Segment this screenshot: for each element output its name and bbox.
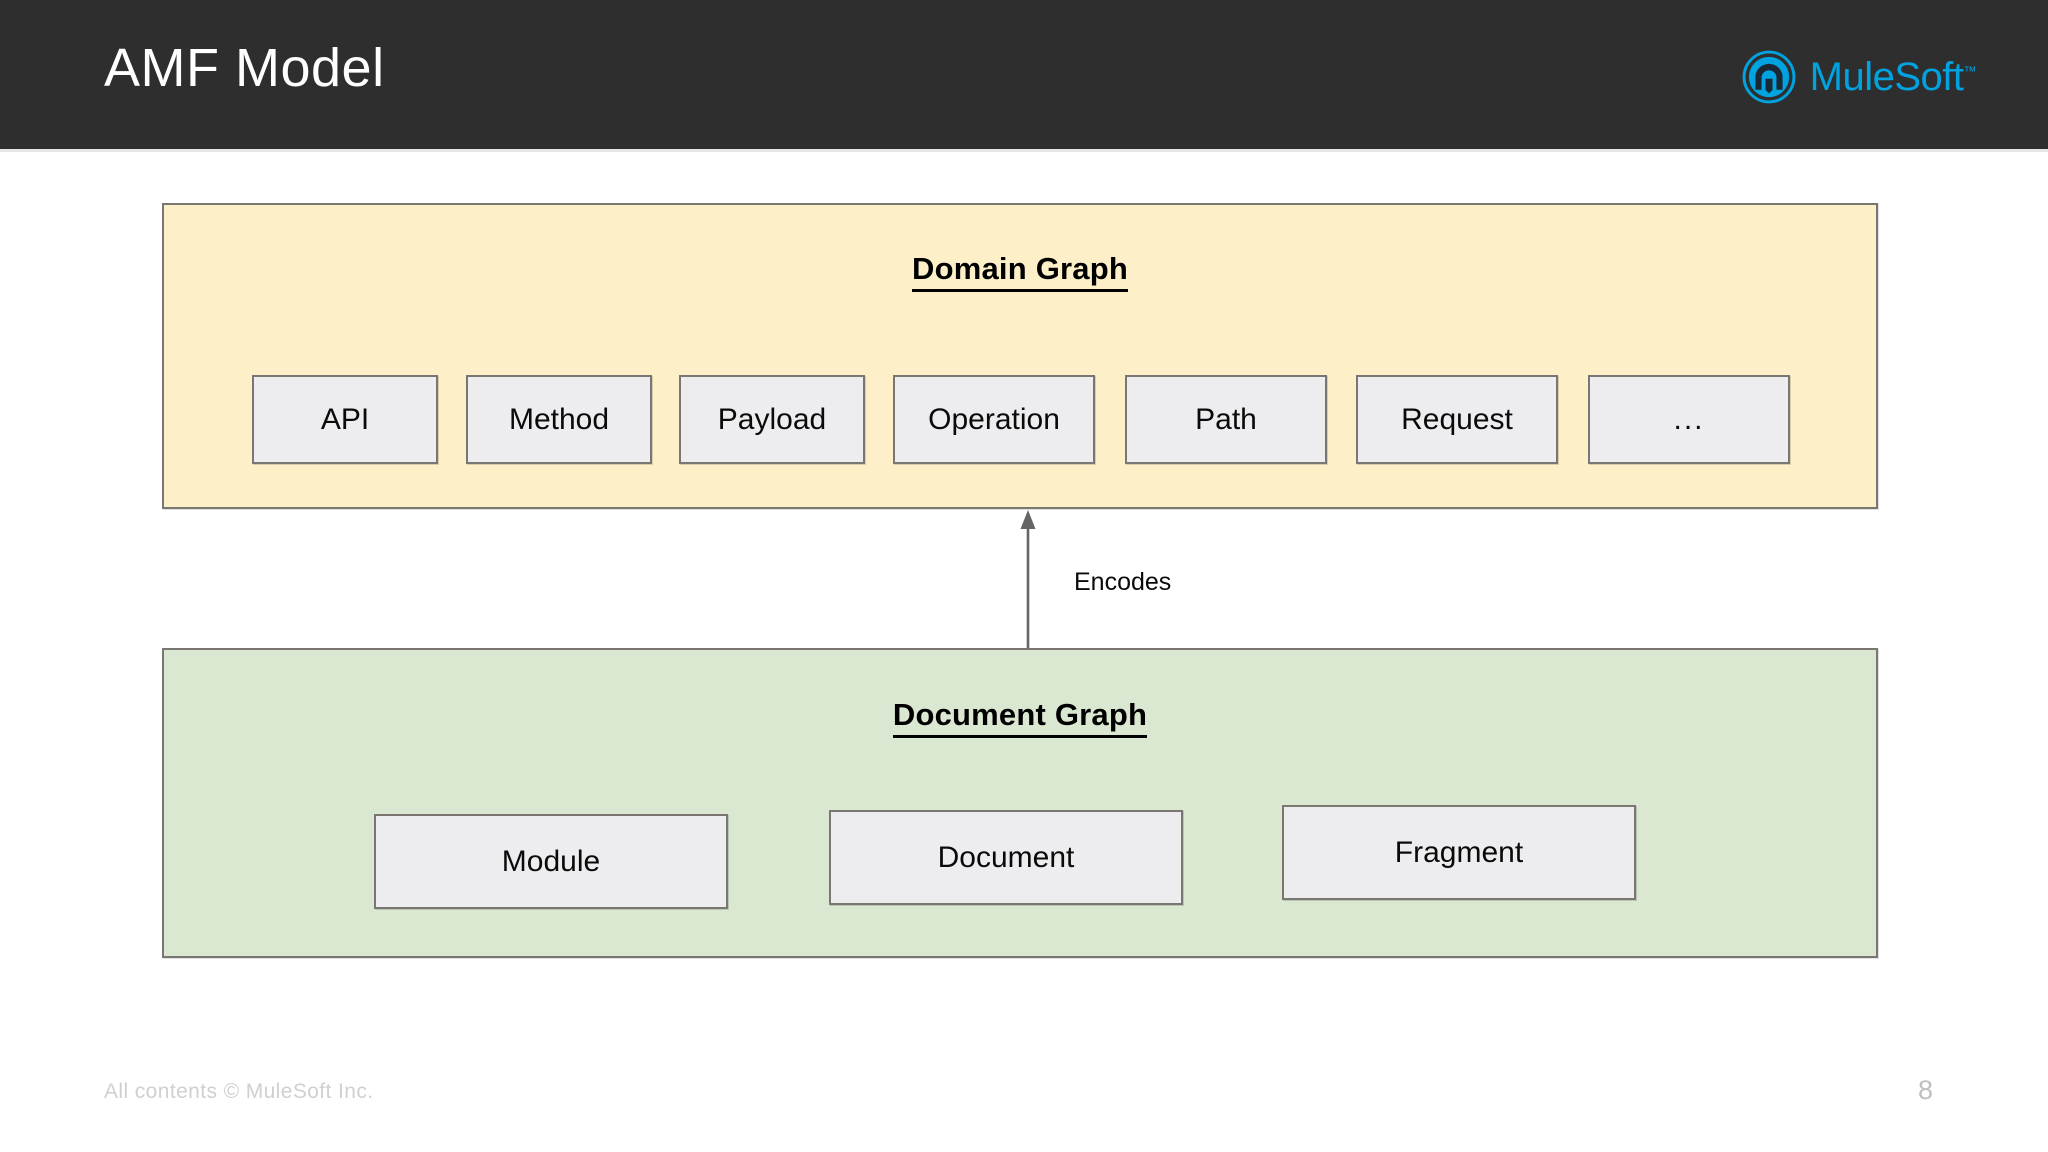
document-graph-panel: Document Graph Module Document Fragment <box>162 648 1878 958</box>
slide-header-bar: AMF Model MuleSoft™ <box>0 0 2048 152</box>
node-payload[interactable]: Payload <box>679 375 865 464</box>
node-fragment[interactable]: Fragment <box>1282 805 1636 900</box>
node-more-ellipsis[interactable]: ... <box>1588 375 1790 464</box>
page-title: AMF Model <box>104 38 385 98</box>
node-request[interactable]: Request <box>1356 375 1558 464</box>
domain-graph-title: Domain Graph <box>164 251 1876 292</box>
page-number: 8 <box>1918 1075 1934 1105</box>
mulesoft-wordmark: MuleSoft™ <box>1809 55 1977 99</box>
footer-copyright: All contents © MuleSoft Inc. <box>104 1080 374 1103</box>
node-document[interactable]: Document <box>829 810 1183 905</box>
mulesoft-logo: MuleSoft™ <box>1741 48 1976 106</box>
node-method[interactable]: Method <box>466 375 652 464</box>
node-operation[interactable]: Operation <box>893 375 1095 464</box>
node-path[interactable]: Path <box>1125 375 1327 464</box>
document-graph-title: Document Graph <box>164 697 1876 738</box>
node-api[interactable]: API <box>252 375 438 464</box>
node-module[interactable]: Module <box>374 814 728 909</box>
trademark-symbol: ™ <box>1963 63 1977 79</box>
mulesoft-m-circle-icon <box>1742 50 1796 104</box>
encodes-arrow-icon <box>1020 510 1036 651</box>
encodes-arrow-label: Encodes <box>1074 568 1172 596</box>
domain-graph-panel: Domain Graph API Method Payload Operatio… <box>162 203 1878 509</box>
brand-name-text: MuleSoft <box>1809 55 1964 99</box>
